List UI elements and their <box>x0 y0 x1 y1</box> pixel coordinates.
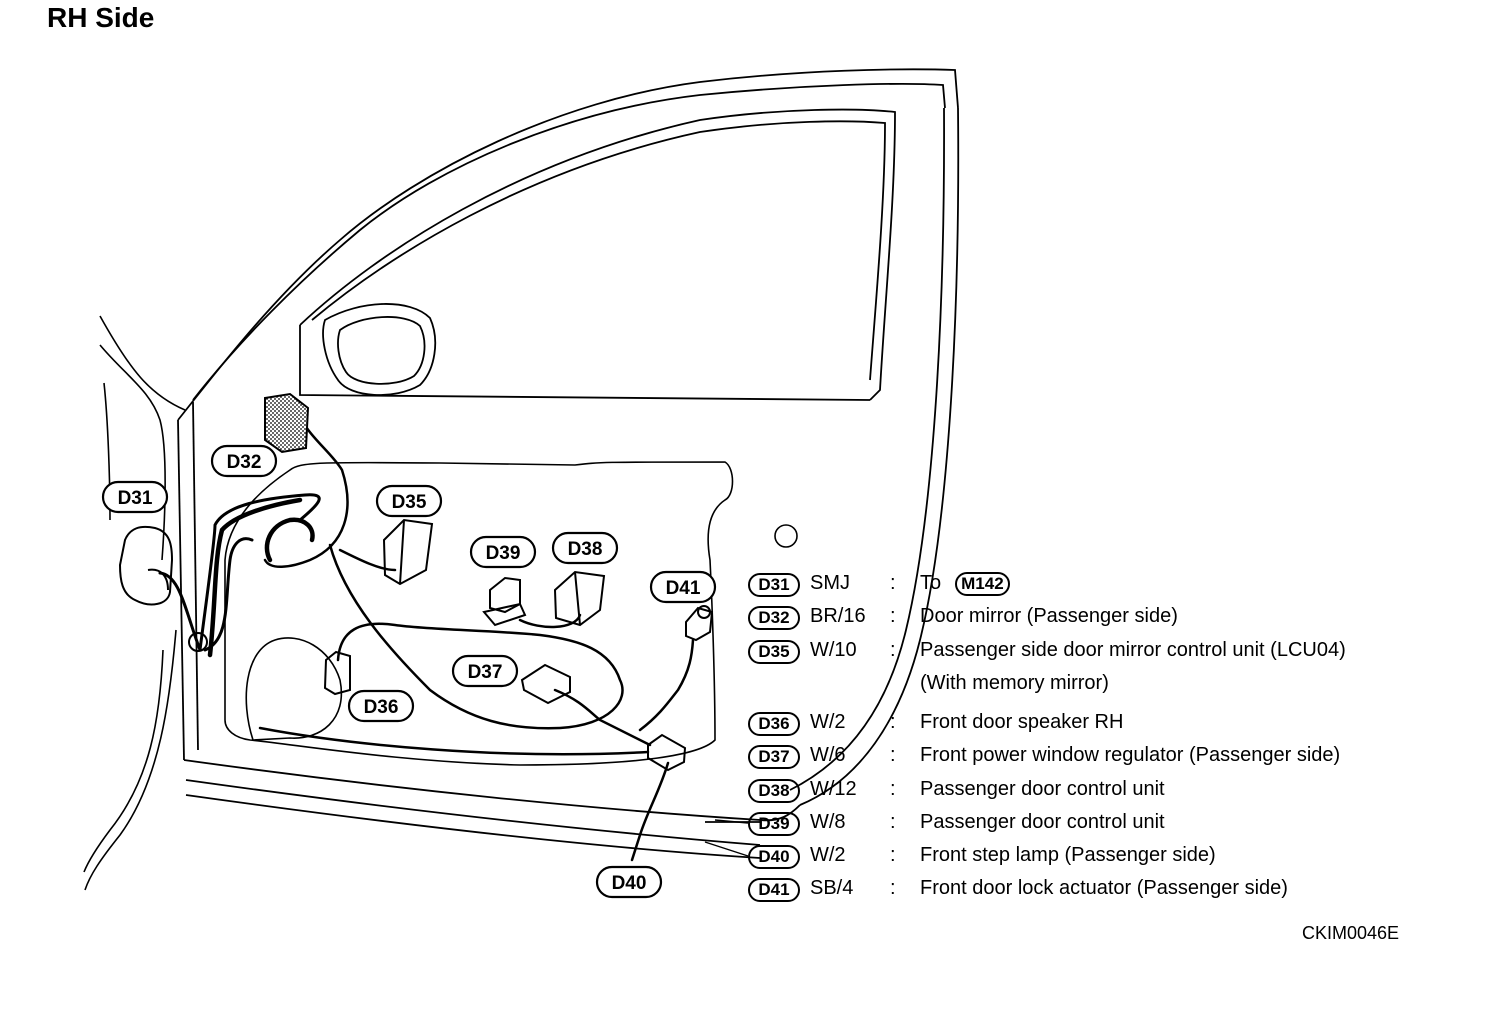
legend-wire: SMJ <box>810 572 850 594</box>
tag-d41-label: D41 <box>666 578 701 599</box>
legend-wire: BR/16 <box>810 605 866 627</box>
legend-colon: : <box>890 811 896 833</box>
legend-desc: Front power window regulator (Passenger … <box>920 744 1341 766</box>
body-pillar <box>83 315 186 891</box>
legend-code: D32 <box>748 606 800 630</box>
legend-desc: Passenger door control unit <box>920 778 1165 800</box>
connector-d36 <box>323 650 351 696</box>
connector-d40 <box>647 733 687 772</box>
legend-colon: : <box>890 877 896 899</box>
legend-ref-tag: M142 <box>955 572 1010 596</box>
tag-d35-label: D35 <box>392 492 427 513</box>
figure-code: CKIM0046E <box>1302 923 1400 943</box>
legend-desc: Front door lock actuator (Passenger side… <box>920 877 1288 899</box>
connector-d39 <box>482 576 527 627</box>
connector-d32 <box>264 392 310 454</box>
legend-colon: : <box>890 572 896 594</box>
trim-hole <box>774 524 798 548</box>
door-outline <box>177 68 960 859</box>
legend-desc-text: To <box>920 572 942 594</box>
legend-desc: To M142 <box>920 572 1010 596</box>
legend-desc: Front door speaker RH <box>920 711 1124 733</box>
legend-desc-continuation: (With memory mirror) <box>920 672 1109 694</box>
legend-colon: : <box>890 844 896 866</box>
door-mirror <box>322 303 437 396</box>
leader-lines <box>704 819 749 857</box>
legend-wire: SB/4 <box>810 877 854 899</box>
tag-d37-label: D37 <box>468 662 503 683</box>
legend-code: D31 <box>748 573 800 597</box>
connector-d37 <box>520 663 571 705</box>
legend-code: D37 <box>748 745 800 769</box>
legend-colon: : <box>890 744 896 766</box>
legend-colon: : <box>890 778 896 800</box>
legend-desc: Front step lamp (Passenger side) <box>920 844 1216 866</box>
tag-d36-label: D36 <box>364 697 399 718</box>
legend-colon: : <box>890 639 896 661</box>
legend-wire: W/10 <box>810 639 857 661</box>
window-frame <box>299 108 896 401</box>
wire-harness <box>158 408 695 862</box>
legend-code: D38 <box>748 779 800 803</box>
callout-tags <box>101 444 717 899</box>
legend-desc: Passenger side door mirror control unit … <box>920 639 1346 661</box>
page-title: RH Side <box>47 2 155 33</box>
connector-d38 <box>553 570 606 627</box>
connector-d31 <box>118 525 208 652</box>
legend-desc: Passenger door control unit <box>920 811 1165 833</box>
legend-code: D41 <box>748 878 800 902</box>
legend-wire: W/2 <box>810 711 846 733</box>
legend-code: D40 <box>748 845 800 869</box>
door-trim-panel <box>224 461 734 766</box>
callout-tag-labels: D31 D32 D35 D39 D38 D41 D37 D36 D40 <box>118 452 701 894</box>
tag-d39-label: D39 <box>486 543 521 564</box>
legend-code: D35 <box>748 640 800 664</box>
tag-d38-label: D38 <box>568 539 603 560</box>
legend-wire: W/2 <box>810 844 846 866</box>
tag-d31-label: D31 <box>118 488 153 509</box>
legend-wire: W/6 <box>810 744 846 766</box>
legend-wire: W/8 <box>810 811 846 833</box>
legend-desc: Door mirror (Passenger side) <box>920 605 1178 627</box>
legend-colon: : <box>890 711 896 733</box>
legend-colon: : <box>890 605 896 627</box>
legend-code: D39 <box>748 812 800 836</box>
tag-d40-label: D40 <box>612 873 647 894</box>
connector-d41 <box>685 605 714 642</box>
legend-code: D36 <box>748 712 800 736</box>
legend-wire: W/12 <box>810 778 857 800</box>
tag-d32-label: D32 <box>227 452 262 473</box>
connector-d35 <box>382 518 434 586</box>
